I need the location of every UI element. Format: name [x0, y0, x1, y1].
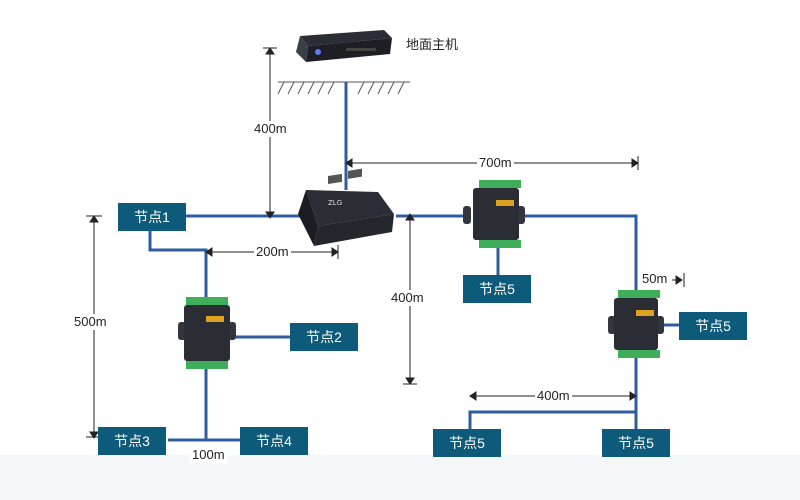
dimension-500m: 500m	[72, 314, 109, 330]
dimension-700m: 700m	[477, 155, 514, 171]
node-4-label: 节点4	[240, 427, 308, 455]
network-cables	[148, 82, 680, 442]
ground-host-computer	[296, 30, 392, 62]
central-gateway-device: ZLG	[298, 168, 394, 246]
power-led-icon	[315, 49, 321, 55]
dimension-400m-vertical-right: 400m	[389, 290, 426, 306]
node-1-label: 节点1	[118, 203, 186, 231]
node-5-bottom-right-label: 节点5	[602, 429, 670, 457]
node-2-label: 节点2	[290, 323, 358, 351]
ground-host-label: 地面主机	[406, 37, 459, 52]
dimension-lines	[86, 47, 685, 439]
serial-module-right	[608, 290, 664, 358]
dimension-400m-horizontal: 400m	[535, 388, 572, 404]
serial-module-center	[463, 180, 525, 248]
serial-module-left	[178, 297, 236, 369]
dimension-400m-host: 400m	[252, 121, 289, 137]
node-5-bottom-left-label: 节点5	[433, 429, 501, 457]
node-5-top-label: 节点5	[463, 275, 531, 303]
floor-shadow	[0, 455, 800, 500]
node-3-label: 节点3	[98, 427, 166, 455]
dimension-200m: 200m	[254, 244, 291, 260]
node-5-right-label: 节点5	[679, 312, 747, 340]
svg-text:ZLG: ZLG	[328, 199, 342, 207]
dimension-50m: 50m	[640, 271, 670, 287]
ground-hatch	[277, 81, 410, 95]
dimension-100m: 100m	[190, 447, 227, 463]
